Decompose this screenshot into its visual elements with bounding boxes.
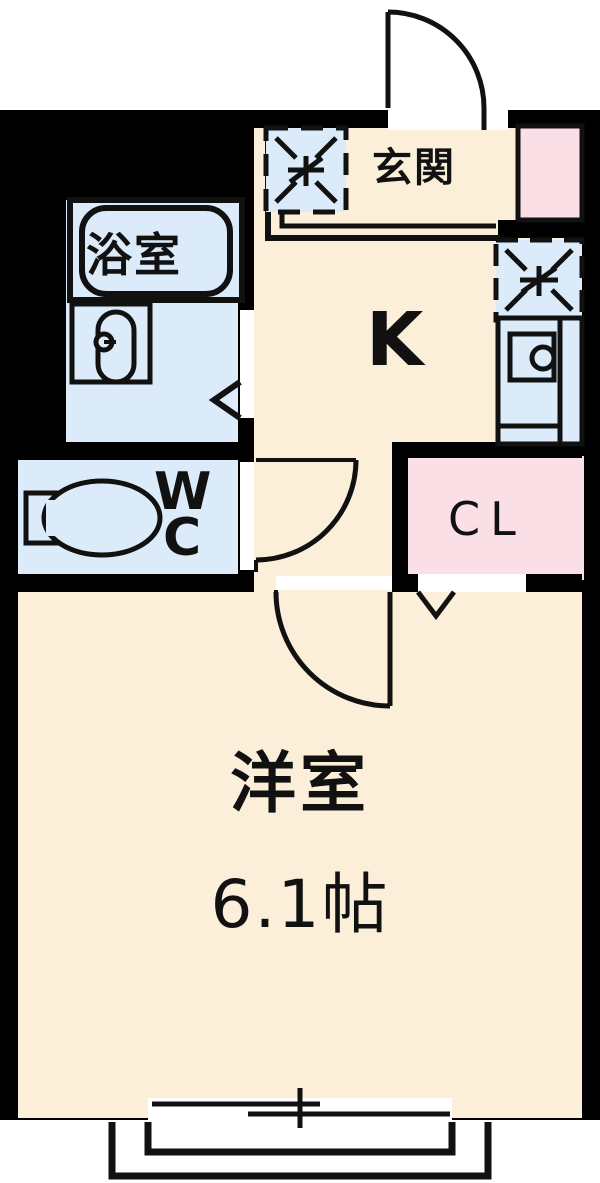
wall-below-toilet: [18, 574, 254, 592]
wall-entrance-shoe-bottom: [498, 220, 582, 238]
balcony-outline: [108, 1122, 492, 1180]
main-room-label: 洋室: [230, 745, 370, 822]
wall-washroom-toilet: [18, 442, 254, 460]
bathtub-icon: [67, 197, 245, 303]
toilet-label-c: C: [163, 508, 202, 568]
bathroom-label: 浴室: [86, 228, 182, 282]
washing-machine-space-right-icon: [493, 237, 585, 323]
entrance-label: 玄関: [372, 145, 456, 191]
washing-machine-space-left-icon: [263, 125, 349, 215]
main-room-size-label: 6.1帖: [210, 866, 390, 943]
closet-floor: [406, 456, 584, 580]
closet-label: CL: [448, 492, 526, 546]
vanity-sink-icon: [69, 301, 153, 385]
entrance-door[interactable]: [385, 9, 508, 130]
kitchen-label: K: [366, 297, 424, 383]
wall-entrance-right: [506, 110, 518, 128]
balcony-window[interactable]: [148, 1088, 452, 1128]
kitchen-sink-icon: [495, 315, 585, 447]
toilet-bowl-icon: [23, 478, 163, 558]
closet-door[interactable]: [416, 574, 526, 621]
main-room-floor: [18, 590, 582, 1118]
wall-closet-left: [392, 442, 408, 592]
wall-above-washroom: [18, 110, 254, 200]
toilet-door[interactable]: [240, 458, 360, 572]
washroom-door[interactable]: [208, 310, 254, 421]
main-room-door[interactable]: [273, 576, 393, 709]
shoe-cabinet-icon: [515, 123, 585, 223]
toilet-label-w: W: [154, 462, 212, 522]
